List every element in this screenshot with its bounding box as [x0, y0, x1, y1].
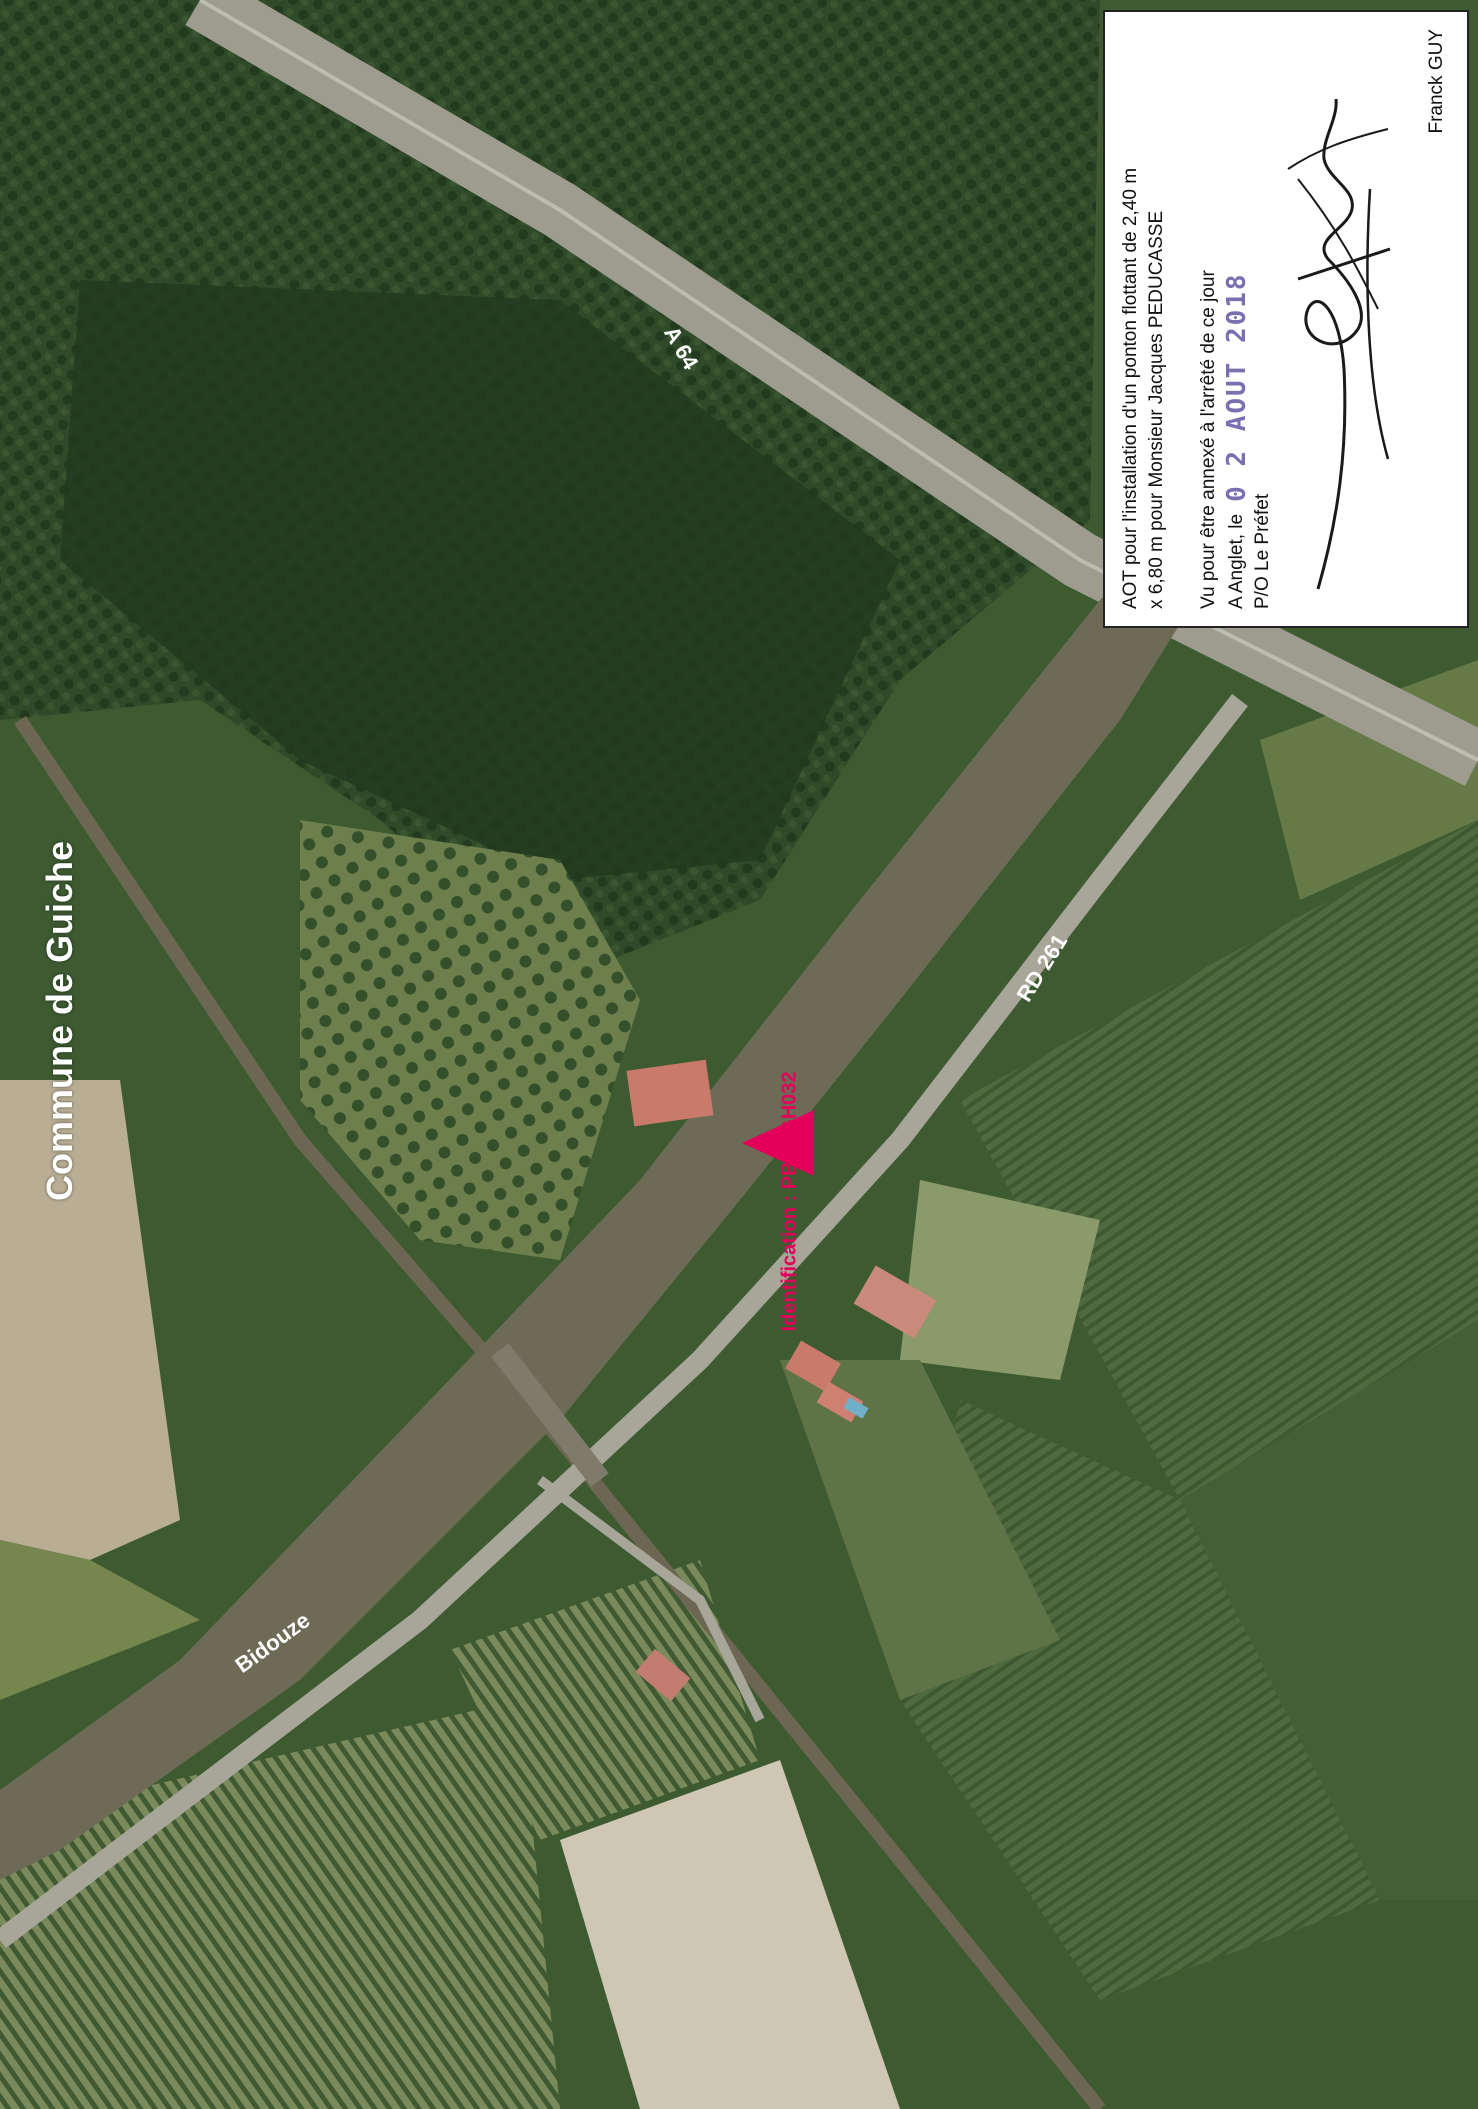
stamp-annex-line: Vu pour être annexé à l'arrêté de ce jou… [1198, 270, 1219, 609]
stamp-signatory: Franck GUY [1426, 29, 1447, 134]
swimming-pool [843, 1397, 869, 1419]
house-roof [635, 1648, 691, 1702]
farm-field [900, 1400, 1380, 2000]
pine-plantation [60, 280, 900, 880]
farm-field [1180, 1320, 1478, 1900]
vineyard-area [0, 1700, 560, 2109]
stamp-delegation-line: P/O Le Préfet [1252, 493, 1273, 609]
house-roof [853, 1265, 937, 1339]
commune-label: Commune de Guiche [39, 840, 80, 1201]
location-marker-icon[interactable] [742, 1110, 814, 1176]
stamp-title-line1: AOT pour l'installation d'un ponton flot… [1120, 167, 1141, 609]
river-bidouze [0, 560, 1220, 1880]
road-rd261 [0, 693, 1248, 1948]
farm-field [780, 1360, 1060, 1700]
stamp-place-line: A Anglet, le 0 2 AOUT 2018 [1222, 272, 1252, 609]
farm-field [960, 820, 1478, 1500]
stamp-title-line2: x 6,80 m pour Monsieur Jacques PEDUCASSE [1146, 210, 1167, 609]
vineyard-area-2 [450, 1560, 760, 1840]
railway-bridge [491, 1343, 609, 1487]
farm-field [900, 1180, 1100, 1380]
date-stamp: 0 2 AOUT 2018 [1222, 272, 1252, 502]
grass-strip [0, 1540, 200, 1700]
identification-label: Identification : PBZDGH032 [778, 1071, 801, 1332]
sandy-clearing [560, 1760, 900, 2109]
stamp-content: AOT pour l'installation d'un ponton flot… [1108, 15, 1464, 623]
bare-field [0, 1080, 180, 1560]
authorization-stamp-box: AOT pour l'installation d'un ponton flot… [1103, 10, 1469, 628]
house-roof [785, 1340, 841, 1392]
handwritten-signature [1287, 98, 1391, 590]
orchard-area [300, 820, 640, 1260]
house-roof [626, 1059, 714, 1127]
stamp-place-text: A Anglet, le [1226, 513, 1247, 609]
side-road [537, 1476, 765, 1723]
motorway-median [198, 0, 1478, 762]
location-marker-triangle [742, 1110, 814, 1176]
